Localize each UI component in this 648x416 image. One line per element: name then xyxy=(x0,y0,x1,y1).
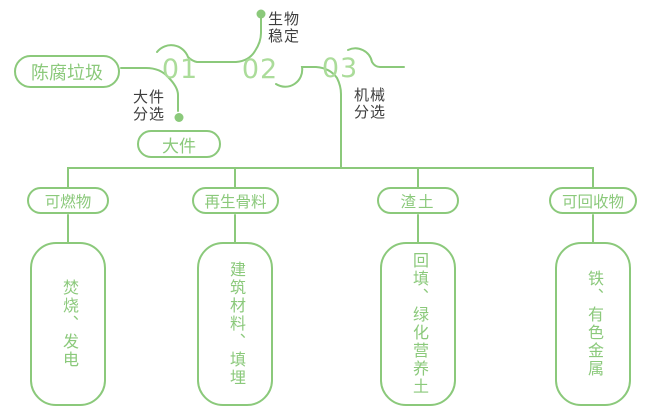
step-number-3: 03 xyxy=(321,53,359,84)
step-number-1: 01 xyxy=(161,54,199,85)
step-number-2: 02 xyxy=(241,54,279,85)
category-pill-combustibles: 可燃物 xyxy=(27,187,109,214)
result-box-backfill: 回填、绿化营养土 xyxy=(380,242,456,406)
connector-dot-bulky xyxy=(174,113,184,122)
result-text-backfill: 回填、绿化营养土 xyxy=(410,252,427,396)
step-label-bio-stabilization: 生物 稳定 xyxy=(268,11,301,45)
branch-trunk-line xyxy=(67,167,594,188)
bulky-items-pill: 大件 xyxy=(137,130,221,158)
step-label-bulky-sorting: 大件 分选 xyxy=(133,89,166,123)
result-text-metals: 铁、有色金属 xyxy=(585,270,602,378)
branch-drop-lines xyxy=(234,167,419,188)
result-box-metals: 铁、有色金属 xyxy=(555,242,631,406)
flow-line-step3-out xyxy=(347,47,405,68)
flow-line-source-to-step1 xyxy=(120,67,179,112)
result-text-construction-materials: 建筑材料、填埋 xyxy=(227,261,244,387)
step-label-mechanical-sorting: 机械 分选 xyxy=(354,87,387,121)
result-box-incineration: 焚烧、发电 xyxy=(30,242,106,406)
result-text-incineration: 焚烧、发电 xyxy=(60,279,77,369)
result-box-construction-materials: 建筑材料、填埋 xyxy=(197,242,273,406)
flow-line-step1-to-step2 xyxy=(156,17,262,63)
connector-dot-bio xyxy=(256,9,266,19)
category-pill-recycled-aggregate: 再生骨料 xyxy=(192,187,279,214)
category-to-result-links xyxy=(67,214,594,243)
category-pill-slag-soil: 渣土 xyxy=(377,187,459,214)
source-pill: 陈腐垃圾 xyxy=(14,55,120,88)
category-pill-recyclables: 可回收物 xyxy=(549,187,637,214)
flow-line-step2-to-step3 xyxy=(275,66,342,169)
